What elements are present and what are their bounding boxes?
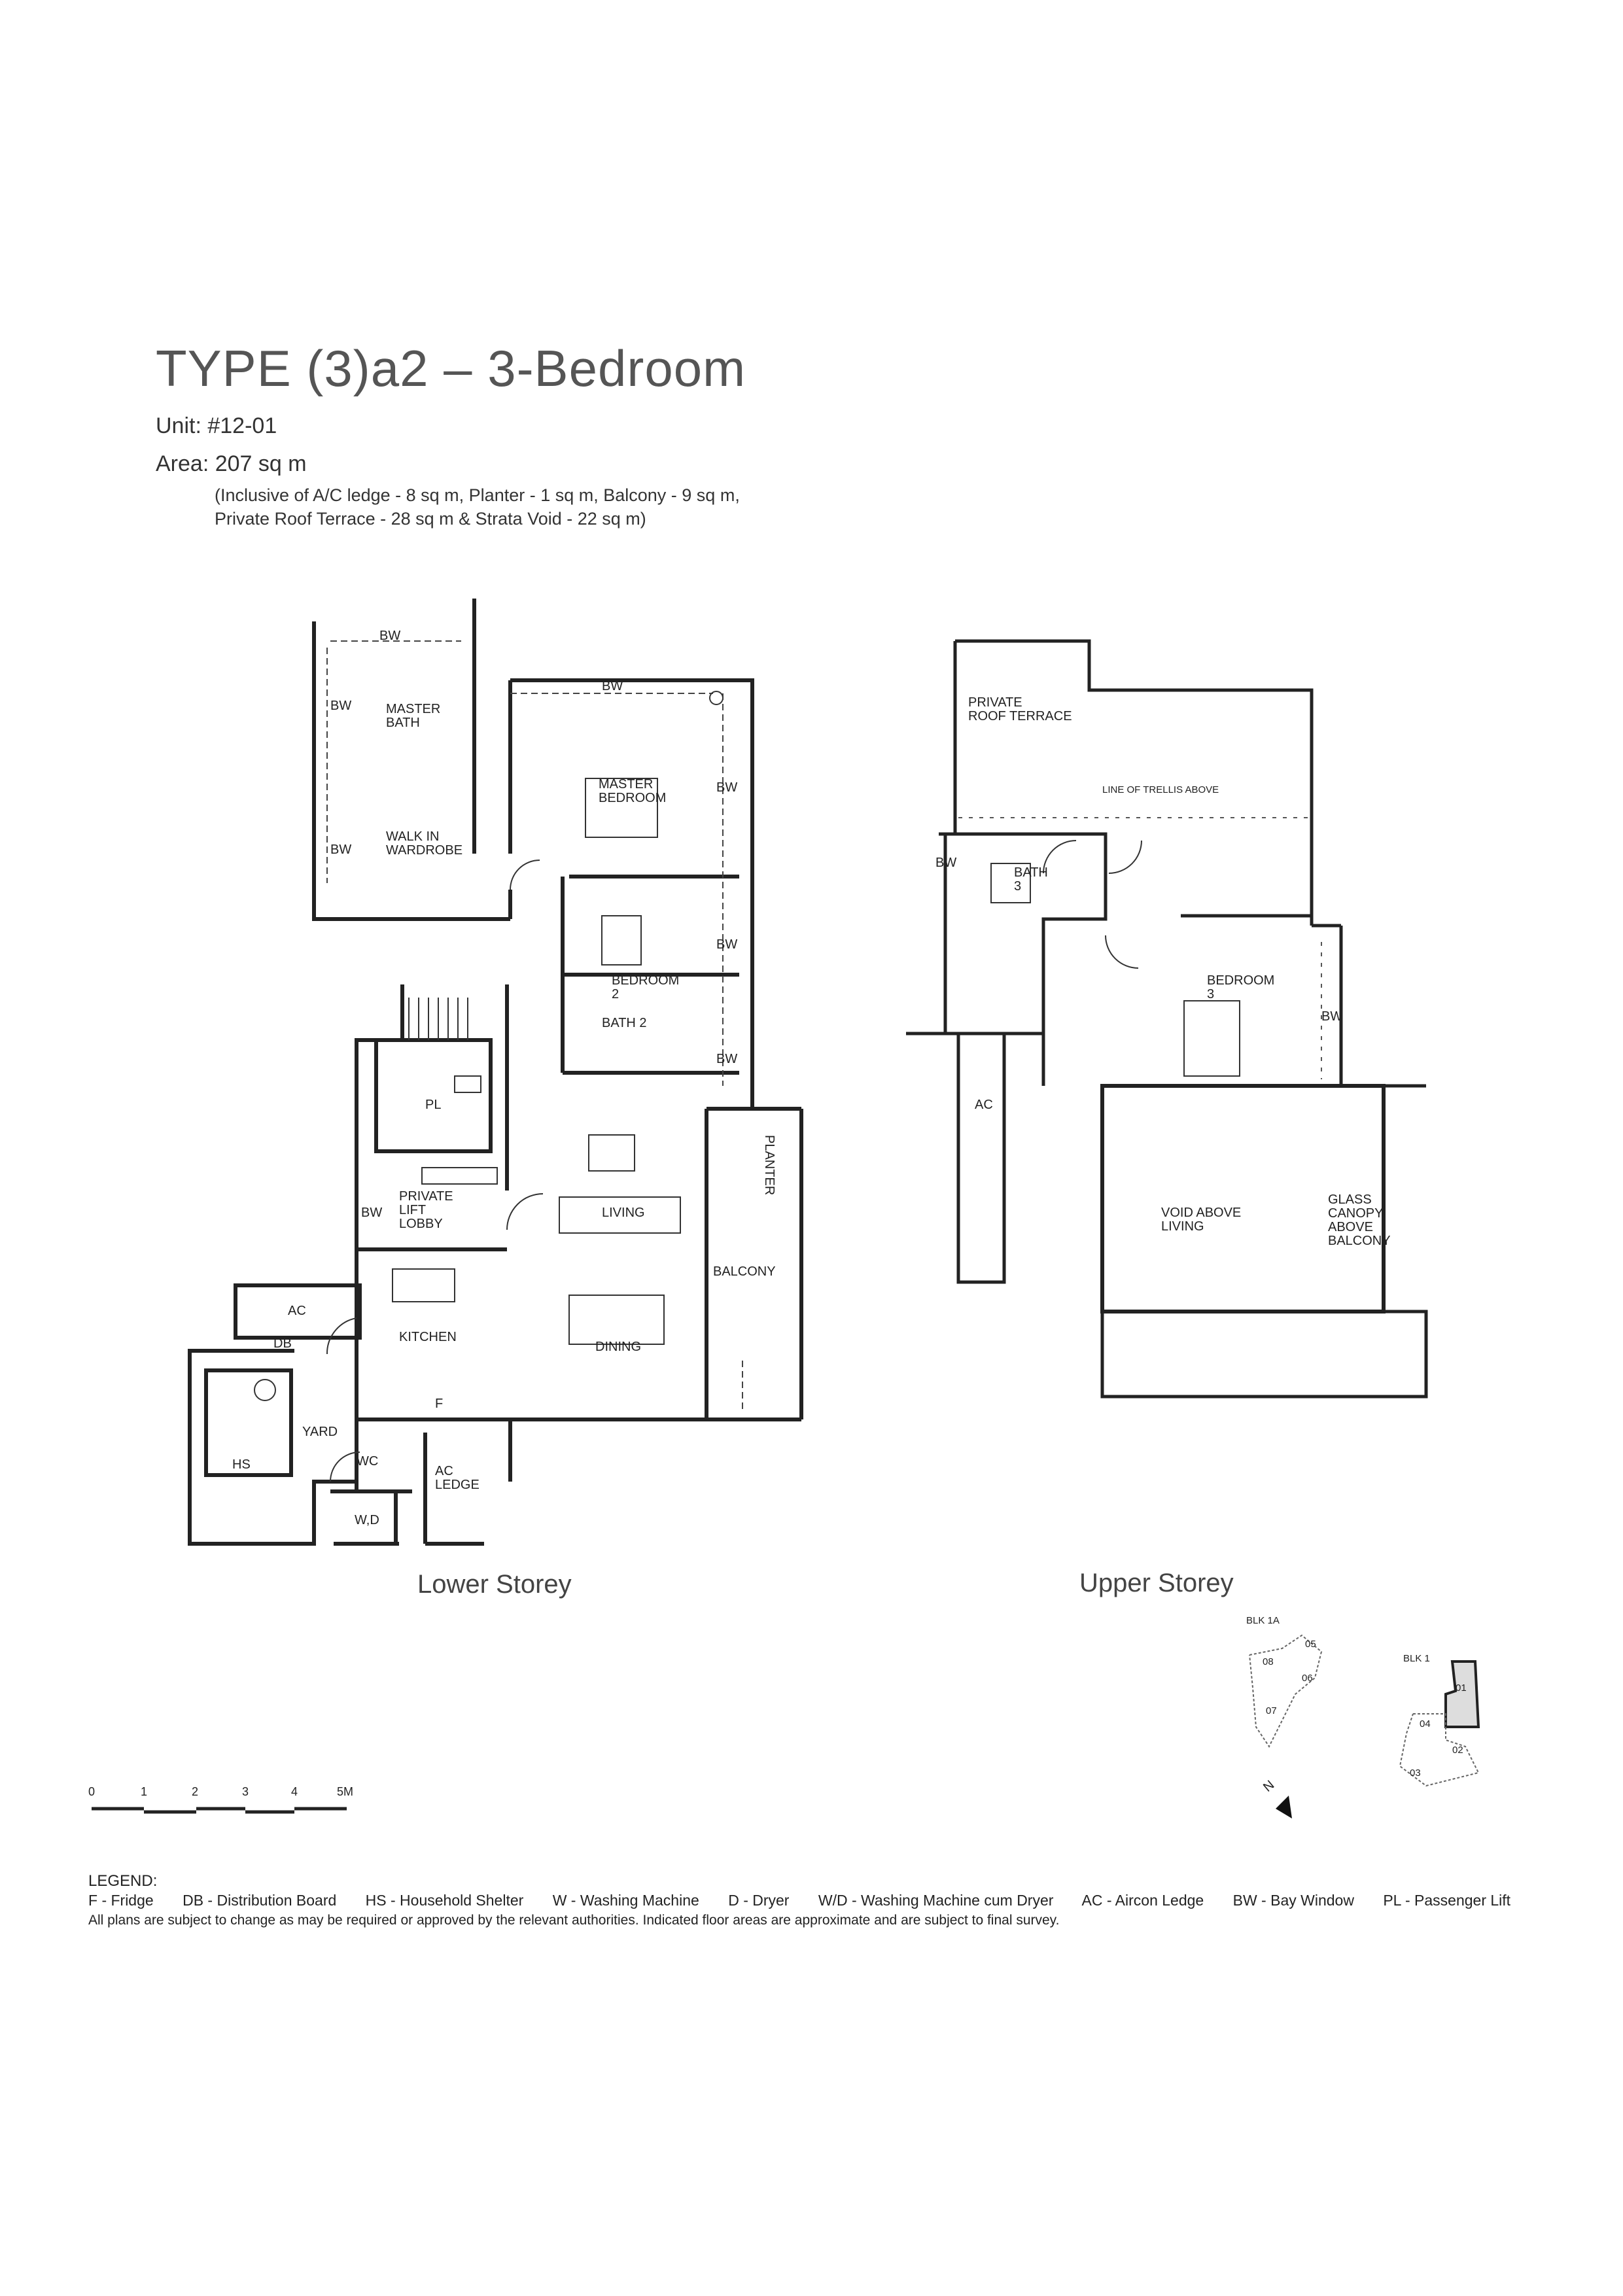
scale-tick-2: 2	[192, 1785, 198, 1798]
key-plan-unit-05: 05	[1305, 1639, 1316, 1650]
key-plan-unit-07: 07	[1266, 1705, 1277, 1716]
legend-item: W/D - Washing Machine cum Dryer	[818, 1892, 1054, 1909]
room-label-wc: WC	[357, 1454, 378, 1469]
area-note-line-2: Private Roof Terrace - 28 sq m & Strata …	[215, 509, 646, 529]
scale-tick-3: 3	[242, 1785, 249, 1798]
room-label-db: DB	[273, 1336, 292, 1351]
room-label-bath-2: BATH 2	[602, 1016, 647, 1030]
room-label-line-of-trellis: LINE OF TRELLIS ABOVE	[1102, 784, 1219, 795]
unit-area: Area: 207 sq m	[156, 451, 307, 476]
upper-storey-caption: Upper Storey	[1079, 1569, 1234, 1597]
lower-storey-caption: Lower Storey	[417, 1570, 572, 1599]
room-label-dining: DINING	[595, 1340, 641, 1354]
legend-item: D - Dryer	[728, 1892, 790, 1909]
legend-items: F - Fridge DB - Distribution Board HS - …	[88, 1892, 1535, 1909]
room-label-balcony: BALCONY	[713, 1264, 776, 1279]
room-label-yard: YARD	[302, 1425, 338, 1439]
key-plan-unit-06: 06	[1302, 1673, 1313, 1684]
room-label-pl: PL	[425, 1098, 441, 1112]
key-plan-unit-03: 03	[1410, 1767, 1421, 1779]
room-label-ac-upper: AC	[975, 1098, 993, 1112]
room-label-bw-upper-1: BW	[935, 856, 956, 870]
scale-bar: 0 1 2 3 4 5M	[88, 1785, 353, 1814]
legend-item: DB - Distribution Board	[183, 1892, 337, 1909]
room-label-fridge: F	[435, 1397, 443, 1411]
key-plan-blk-1: BLK 1	[1403, 1653, 1430, 1664]
wall	[312, 621, 510, 921]
room-label-bw-right-2: BW	[716, 937, 737, 952]
room-label-planter: PLANTER	[762, 1135, 777, 1195]
room-label-bw-master: BW	[602, 679, 623, 693]
room-label-bw-left-2: BW	[330, 843, 351, 857]
scale-tick-5m: 5M	[337, 1785, 353, 1798]
room-label-bw-right-3: BW	[716, 1052, 737, 1066]
key-plan-unit-01: 01	[1456, 1682, 1467, 1694]
scale-tick-0: 0	[88, 1785, 95, 1798]
north-arrow-label: N	[1261, 1778, 1277, 1795]
key-plan-unit-02: 02	[1452, 1745, 1463, 1756]
room-label-bw-top: BW	[379, 629, 400, 643]
legend-item: F - Fridge	[88, 1892, 154, 1909]
unit-number: Unit: #12-01	[156, 413, 277, 438]
legend-item: BW - Bay Window	[1232, 1892, 1354, 1909]
legend-item: HS - Household Shelter	[365, 1892, 524, 1909]
room-label-bw-left-1: BW	[330, 699, 351, 713]
key-plan: BLK 1A BLK 1 05 08 06 07 01 04 02 03 N	[1246, 1616, 1480, 1818]
scale-tick-1: 1	[141, 1785, 147, 1798]
plan-title: TYPE (3)a2 – 3-Bedroom	[156, 339, 746, 397]
disclaimer: All plans are subject to change as may b…	[88, 1913, 1060, 1928]
legend-item: AC - Aircon Ledge	[1081, 1892, 1204, 1909]
legend-item: PL - Passenger Lift	[1383, 1892, 1511, 1909]
room-label-ac: AC	[288, 1304, 306, 1318]
legend-item: W - Washing Machine	[552, 1892, 699, 1909]
room-label-wd: W,D	[355, 1513, 379, 1527]
room-label-bw-lobby: BW	[361, 1206, 382, 1220]
key-plan-unit-04: 04	[1420, 1718, 1431, 1730]
area-note-line-1: (Inclusive of A/C ledge - 8 sq m, Plante…	[215, 485, 740, 505]
room-label-living: LIVING	[602, 1206, 645, 1220]
key-plan-unit-08: 08	[1263, 1656, 1274, 1667]
room-label-kitchen: KITCHEN	[399, 1330, 457, 1344]
scale-tick-4: 4	[291, 1785, 298, 1798]
room-label-bw-upper-2: BW	[1321, 1009, 1342, 1024]
legend-heading: LEGEND:	[88, 1872, 158, 1890]
key-plan-blk-1a: BLK 1A	[1246, 1616, 1280, 1626]
room-label-bw-right-1: BW	[716, 780, 737, 795]
room-label-hs: HS	[232, 1457, 251, 1472]
